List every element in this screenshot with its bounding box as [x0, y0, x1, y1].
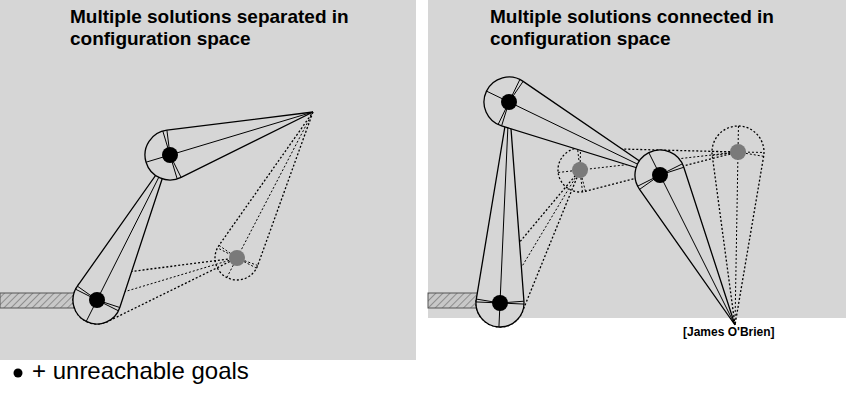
panel-ground	[0, 0, 416, 360]
joint-dot	[572, 162, 588, 178]
arm-link	[476, 102, 524, 327]
joint-dot	[229, 250, 245, 266]
link-outline	[635, 150, 735, 325]
link-detail	[476, 102, 524, 327]
arm-link	[484, 77, 660, 175]
joint-dot	[162, 147, 178, 163]
bullet-dot	[14, 369, 23, 378]
joint-dot	[492, 295, 508, 311]
joint-dot	[730, 144, 746, 160]
joint-dot	[652, 167, 668, 183]
link-detail	[146, 112, 313, 179]
joint-dot	[89, 292, 105, 308]
bullet-note: + unreachable goals	[32, 357, 432, 385]
link-detail	[486, 79, 660, 175]
panel-title: Multiple solutions separated in configur…	[70, 6, 410, 50]
panel-title: Multiple solutions connected in configur…	[490, 6, 835, 50]
arm-link	[635, 150, 735, 325]
arm-link	[145, 112, 313, 180]
credit-note: [James O'Brien]	[683, 326, 775, 340]
link-detail	[638, 153, 735, 325]
link-outline	[73, 155, 170, 324]
arm-link	[73, 155, 170, 324]
link-outline	[476, 102, 524, 327]
link-outline	[145, 112, 313, 180]
link-outline	[484, 77, 660, 175]
link-detail	[76, 155, 170, 321]
joint-dot	[501, 94, 517, 110]
